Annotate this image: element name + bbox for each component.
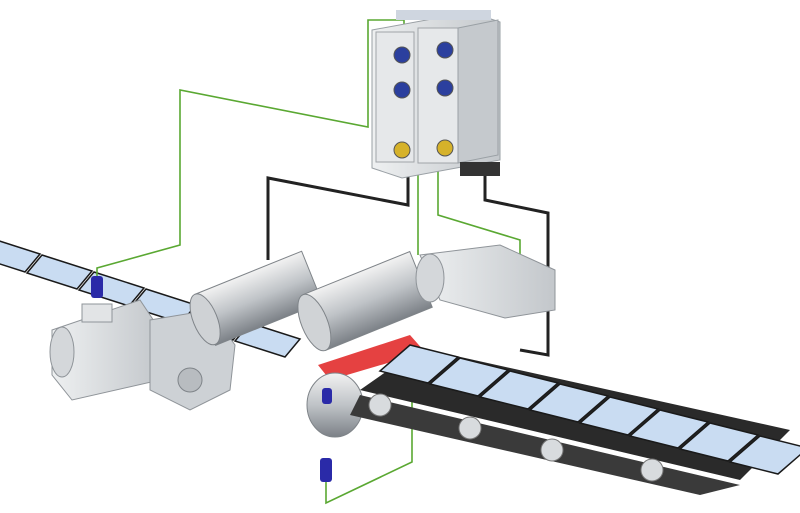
cutting-rollers xyxy=(189,250,433,438)
conveyor-panel xyxy=(478,370,560,410)
sensors xyxy=(91,276,332,482)
conveyor-wheel xyxy=(640,458,664,482)
conveyor-panel xyxy=(378,344,460,384)
conveyor-panel xyxy=(77,271,146,307)
conveyor-wheel xyxy=(540,438,564,462)
conveyor-panel xyxy=(678,422,760,462)
conveyor-panel xyxy=(578,396,660,436)
power-cable-gearmotor xyxy=(266,168,410,260)
sensor-roller xyxy=(322,388,332,404)
cut-zone-highlight xyxy=(318,335,425,380)
signal-wire-sensor-left xyxy=(96,19,405,282)
drive-connector xyxy=(436,139,454,157)
drive-connector xyxy=(393,81,411,99)
drive-connector xyxy=(436,41,454,59)
conveyor-panel xyxy=(528,383,610,423)
sensor-left xyxy=(91,276,103,298)
conveyor-wheel xyxy=(458,416,482,440)
servo-motor xyxy=(415,244,556,319)
drive-connector xyxy=(436,79,454,97)
outfeed-conveyor xyxy=(350,344,800,495)
conveyor-panel xyxy=(728,435,800,475)
conveyor-panel xyxy=(428,357,510,397)
conveyor-panel xyxy=(25,254,94,290)
signal-wire-sensor-bottom xyxy=(325,400,413,505)
conveyor-wheel xyxy=(368,393,392,417)
drive-connector xyxy=(393,46,411,64)
conveyor-panel xyxy=(628,409,710,449)
conveyor-panel xyxy=(0,240,42,273)
drive-controllers xyxy=(371,10,501,179)
power-cables xyxy=(266,168,550,357)
power-cable-servo xyxy=(483,172,550,357)
drive-connector xyxy=(393,141,411,159)
sensor-bottom xyxy=(320,458,332,482)
